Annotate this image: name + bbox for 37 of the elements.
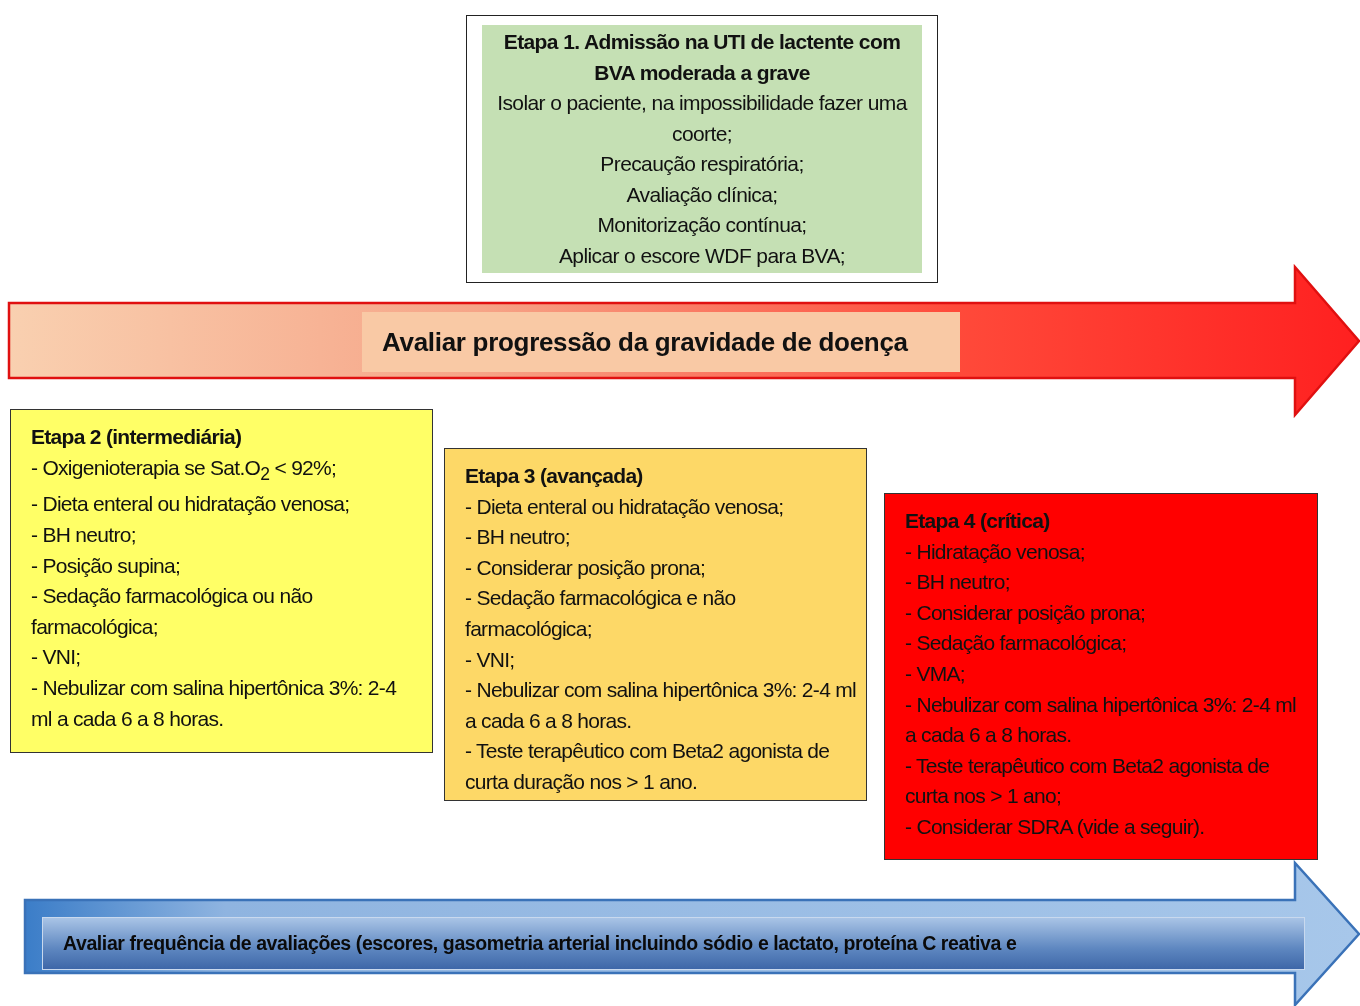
stage-item: - Dieta enteral ou hidratação venosa; (465, 493, 785, 520)
stage-item: Isolar o paciente, na impossibilidade fazer uma coorte; (496, 90, 909, 147)
arrow-label: Avaliar frequência de avaliações (escores, gasometria arterial incluindo sódio e lactato, proteína C reativa e (42, 917, 1305, 970)
arrow-label: Avaliar progressão da gravidade de doença (362, 312, 960, 372)
stage-item: - Hidratação venosa; (905, 538, 1086, 565)
stage-item: - Sedação farmacológica; (905, 630, 1128, 657)
stage-item: - Sedação farmacológica e não farmacológica; (465, 585, 737, 642)
stage-heading: Etapa 2 (intermediária) (31, 424, 243, 450)
stage-item: - Oxigenioterapia se Sat.O$_{2}$ < 92%; (31, 454, 338, 486)
stage-card (10, 409, 433, 753)
stage-item: - BH neutro; (31, 521, 137, 548)
stage-heading: Etapa 1. Admissão na UTI de lactente com BVA moderada a grave (502, 29, 902, 86)
stage-item: - VMA; (905, 660, 966, 687)
stage-heading: Etapa 3 (avançada) (465, 463, 644, 489)
stage-item: - Dieta enteral ou hidratação venosa; (31, 491, 351, 518)
stage-heading: Etapa 4 (crítica) (905, 508, 1051, 534)
stage-item: - Sedação farmacológica ou não farmacológica; (31, 583, 314, 640)
stage-card (466, 15, 938, 283)
stage-item: - Teste terapêutico com Beta2 agonista de curta nos > 1 ano; (905, 752, 1271, 810)
stage-item: - VNI; (465, 646, 516, 673)
stage-item: - Posição supina; (31, 552, 182, 579)
stage-item: - Nebulizar com salina hipertônica 3%: 2-4 ml a cada 6 a 8 horas. (465, 677, 857, 734)
stage-item: - Considerar posição prona; (465, 554, 707, 581)
stage-item: - Considerar SDRA (vide a seguir). (905, 813, 1206, 840)
stage-item: - BH neutro; (465, 524, 571, 551)
stage-item: Monitorização contínua; (597, 212, 807, 238)
stage-item: - Nebulizar com salina hipertônica 3%: 2-4 ml a cada 6 a 8 horas. (905, 691, 1297, 749)
stage-item: - VNI; (31, 644, 82, 671)
stage-item: - Teste terapêutico com Beta2 agonista de curta duração nos > 1 ano. (465, 738, 831, 795)
stage-card (444, 448, 867, 801)
stage-item: - Nebulizar com salina hipertônica 3%: 2-4 ml a cada 6 a 8 horas. (31, 674, 398, 732)
stage-item: - Considerar posição prona; (905, 599, 1147, 626)
stage-item: Aplicar o escore WDF para BVA; (558, 242, 846, 269)
stage-card (884, 493, 1318, 860)
stage-item: - BH neutro; (905, 569, 1011, 596)
stage-item: Precaução respiratória; (600, 151, 804, 177)
stage-item: Avaliação clínica; (626, 181, 778, 208)
